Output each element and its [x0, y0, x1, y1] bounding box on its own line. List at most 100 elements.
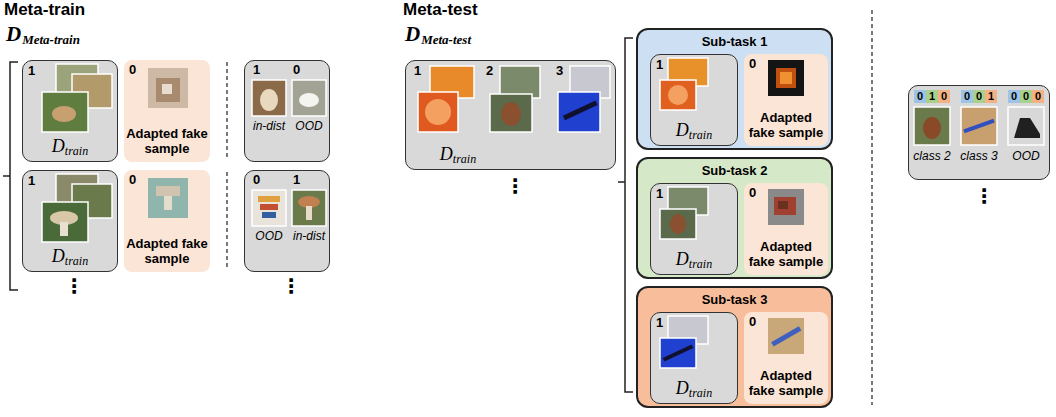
node-text: Adapted fake sample: [126, 126, 208, 156]
fake-sample: [156, 78, 180, 102]
photo: [299, 93, 319, 107]
photo: [260, 89, 278, 111]
photo: [570, 66, 610, 98]
sub-task-box: Sub-task 11Dtrain0Adapted fake sample: [636, 28, 833, 150]
fake-sample: [148, 68, 188, 108]
class-label: 1: [28, 63, 35, 79]
photo: [42, 92, 88, 132]
sub-task-box: Sub-task 3 1Dtrain 0Adapted fake sample: [636, 286, 833, 408]
class-label: 0: [749, 314, 756, 330]
fake-sample: [776, 68, 796, 88]
photo: [418, 92, 458, 132]
sub-task-title: Sub-task 3: [638, 292, 831, 308]
photo: [418, 66, 610, 132]
photo: [914, 107, 950, 145]
class-label: 0: [293, 62, 300, 78]
photo: [660, 58, 708, 368]
dashed-separator: [226, 62, 227, 160]
test-set-box: 01OODin-dist: [244, 170, 330, 272]
class-label: 0: [129, 172, 136, 188]
dashed-separator: [871, 10, 872, 405]
photo: [425, 99, 451, 125]
class-label: 3: [556, 63, 563, 79]
photo: [558, 92, 600, 132]
photo: [490, 94, 532, 132]
fake-sample: [768, 60, 804, 354]
test-set-box: 010001000class 2class 3OOD: [908, 85, 1050, 180]
photo: [42, 202, 88, 242]
fake-sample: [156, 186, 180, 196]
photo: [563, 101, 598, 121]
fake-sample: [164, 196, 172, 210]
one-hot-cell: 0: [961, 90, 973, 103]
fake-sample: [768, 318, 804, 354]
photo: [292, 190, 326, 226]
section-title: Meta-train: [4, 0, 85, 20]
fake-sample: [768, 60, 804, 96]
node-text: D: [676, 378, 689, 398]
dataset-symbol: D: [405, 22, 420, 46]
class-label: 1: [293, 172, 300, 188]
node-text: train: [689, 257, 712, 271]
node-text: D: [52, 246, 65, 266]
photo: [306, 206, 312, 220]
photo: [963, 119, 994, 134]
photo: [668, 85, 688, 105]
train-set-box: 1Dtrain: [650, 183, 738, 275]
node-text: in-dist: [247, 119, 291, 133]
class-label: 1: [656, 315, 663, 331]
sub-task-title: Sub-task 2: [638, 163, 831, 179]
node-text: D: [52, 136, 65, 156]
node-text: D: [440, 144, 453, 164]
node-text: Adapted fake sample: [746, 110, 826, 140]
one-hot-cell: 0: [1008, 90, 1020, 103]
photo: [670, 214, 686, 234]
photo: [72, 74, 112, 108]
photo: [961, 107, 997, 145]
dataset-subscript: Meta-test: [421, 32, 471, 47]
photo: [252, 80, 286, 116]
photo: [252, 80, 326, 226]
fake-sample-box: 0Adapted fake sample: [124, 60, 210, 162]
class-label: 1: [253, 62, 260, 78]
dashed-separator: [226, 172, 227, 270]
one-hot-cell: 0: [1020, 90, 1032, 103]
photo: [56, 64, 98, 96]
one-hot-cell: 0: [914, 90, 926, 103]
class-label: 0: [749, 185, 756, 201]
fake-sample-box: 0Adapted fake sample: [744, 54, 828, 146]
photo: [1008, 107, 1044, 145]
photo: [252, 190, 286, 226]
class-label: 0: [749, 56, 756, 72]
section-title: Meta-test: [403, 0, 478, 20]
sub-task-title: Sub-task 1: [638, 34, 831, 50]
photo: [663, 344, 694, 361]
node-text: Adapted fake sample: [746, 368, 826, 398]
fake-sample-box: 0Adapted fake sample: [744, 183, 828, 275]
photo: [660, 338, 696, 368]
class-label: 0: [253, 172, 260, 188]
bracket: [3, 62, 18, 290]
bracket: [3, 38, 633, 392]
node-text: train: [689, 386, 712, 400]
one-hot-cell: 1: [926, 90, 938, 103]
node-text: in-dist: [287, 229, 331, 243]
node-text: class 3: [955, 149, 1003, 163]
fake-sample: [148, 68, 188, 218]
photo: [1014, 118, 1040, 138]
photo: [660, 80, 696, 110]
photo: [430, 66, 474, 98]
bracket: [618, 38, 633, 392]
one-hot-cell: 0: [973, 90, 985, 103]
dataset-subscript: Meta-train: [22, 32, 80, 47]
class-label: 0: [129, 62, 136, 78]
node-text: Adapted fake sample: [126, 236, 208, 266]
node-text: train: [65, 144, 88, 158]
one-hot-cell: 0: [1032, 90, 1044, 103]
sub-task-box: Sub-task 21Dtrain0Adapted fake sample: [636, 157, 833, 279]
photo: [914, 107, 1044, 145]
node-text: Adapted fake sample: [746, 239, 826, 269]
photo: [262, 212, 276, 218]
